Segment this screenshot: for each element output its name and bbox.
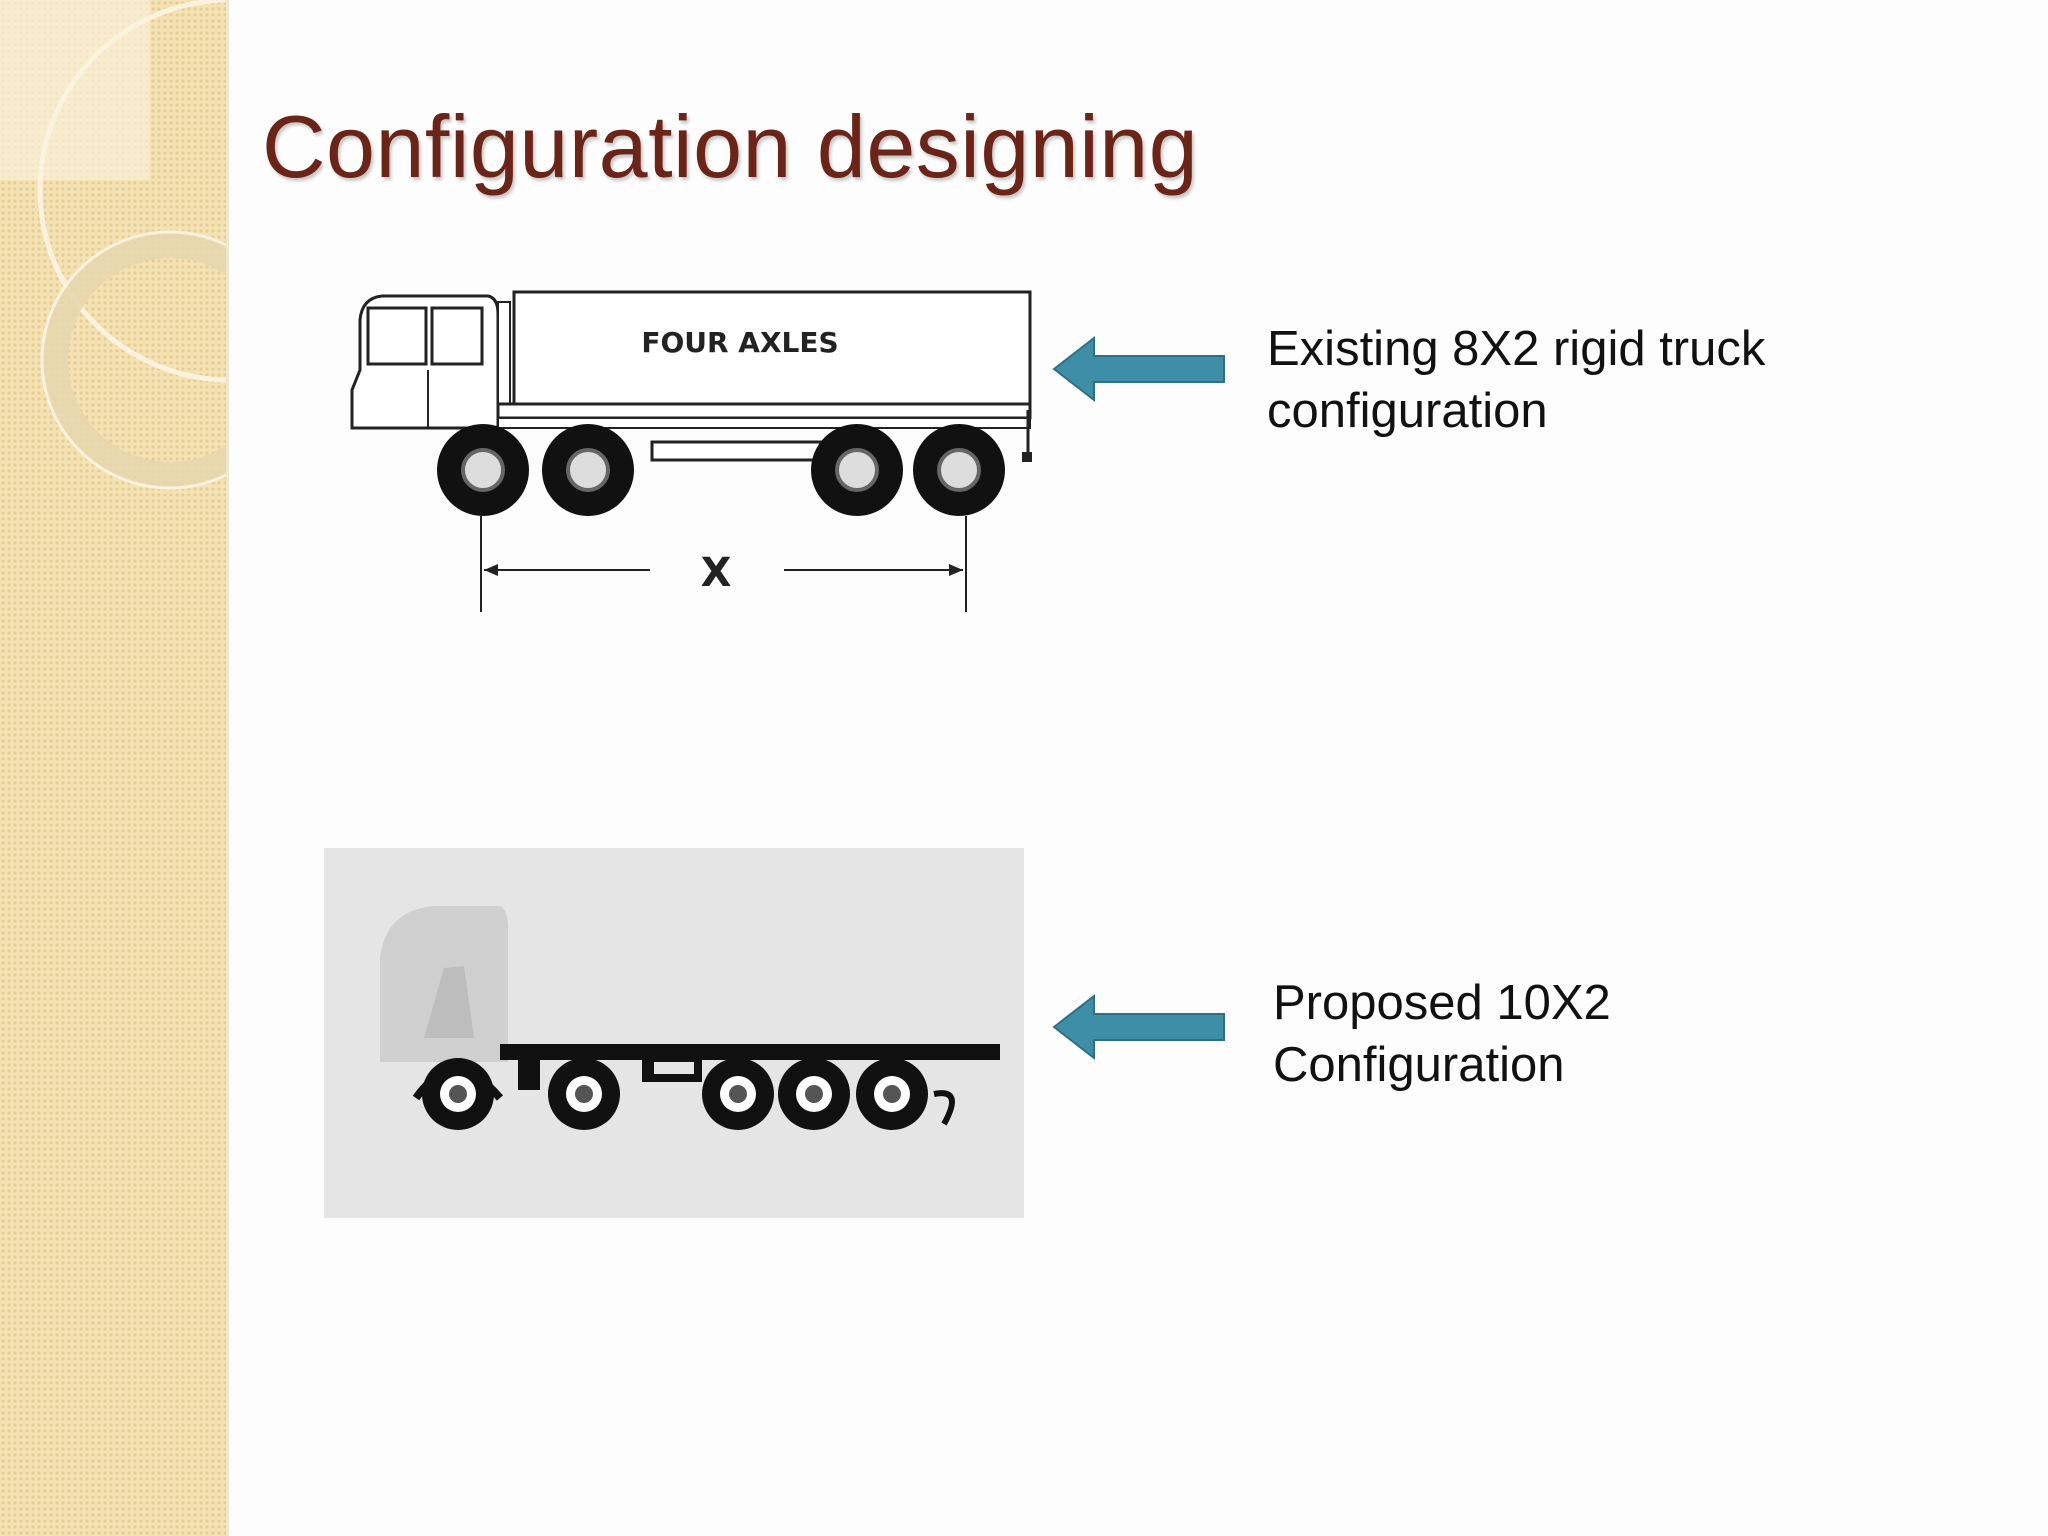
sidebar-rings-decoration xyxy=(0,0,228,490)
cargo-box-label: FOUR AXLES xyxy=(641,326,838,359)
dimension-label: X xyxy=(701,550,732,596)
left-arrow-icon xyxy=(1052,335,1225,403)
existing-caption-line-2: configuration xyxy=(1267,384,1548,438)
proposed-truck-diagram xyxy=(324,848,1024,1218)
proposed-caption: Proposed 10X2 Configuration xyxy=(1273,972,1611,1096)
proposed-caption-line-1: Proposed 10X2 xyxy=(1273,976,1611,1030)
decorative-sidebar xyxy=(0,0,228,1536)
existing-caption-line-1: Existing 8X2 rigid truck xyxy=(1267,322,1766,376)
left-arrow-icon xyxy=(1052,993,1225,1061)
existing-truck-diagram: FOUR AXLES X xyxy=(338,280,1058,620)
proposed-caption-line-2: Configuration xyxy=(1273,1038,1565,1092)
existing-caption: Existing 8X2 rigid truck configuration xyxy=(1267,318,1765,442)
sidebar-divider xyxy=(226,0,229,1536)
slide-title: Configuration designing xyxy=(262,97,1199,196)
